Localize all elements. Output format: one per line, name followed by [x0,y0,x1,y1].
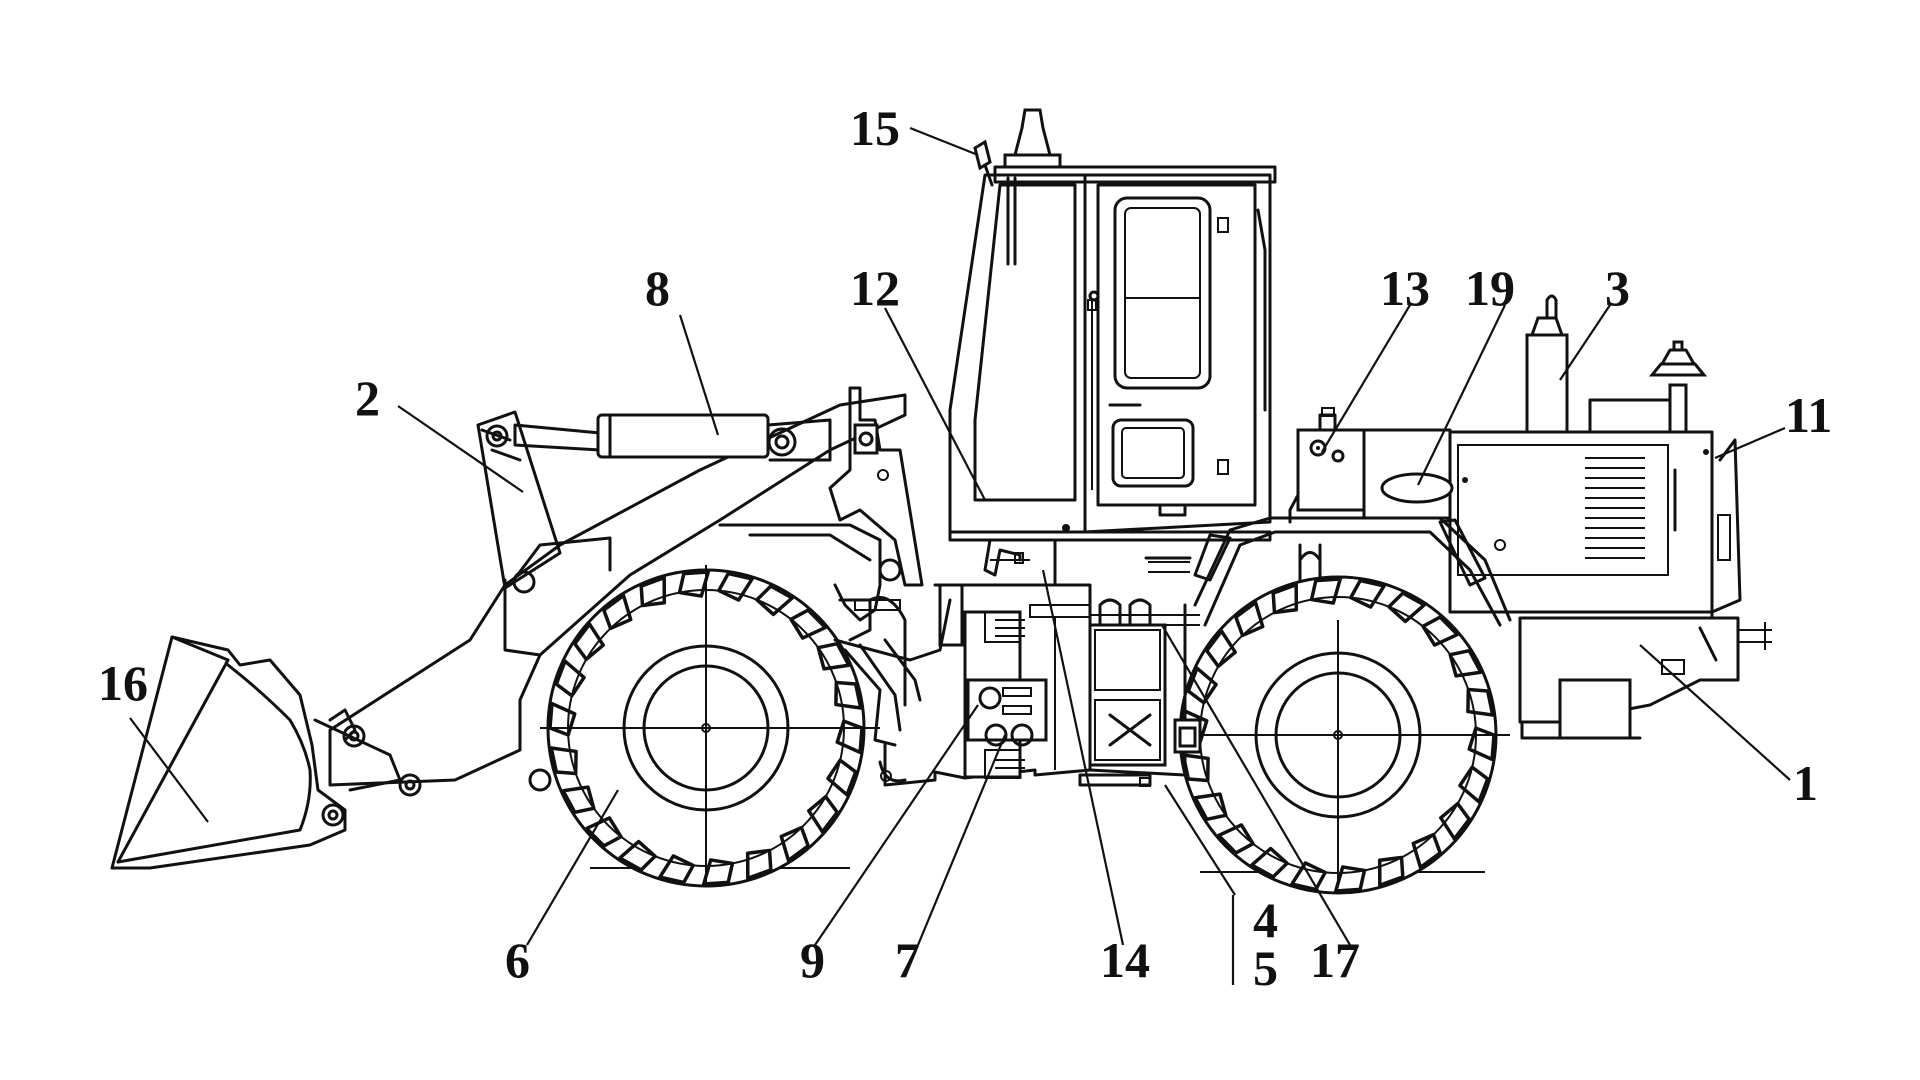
callout-4: 4 [1253,892,1278,948]
tread-lug [1448,648,1483,678]
bucket [110,635,422,870]
callout-8: 8 [645,260,670,316]
exhaust-stack [1525,294,1569,434]
callout-6: 6 [505,932,530,988]
driveshaft-flange [995,619,1025,769]
tread-lug [1205,629,1237,669]
tread-lug [1271,582,1299,615]
tread-lug [1250,846,1289,879]
tread-lug [548,701,577,737]
tread-lug [1466,687,1495,717]
counterweight [1518,616,1772,740]
tread-lug [745,848,773,881]
bucket-cylinder [513,413,832,462]
tread-lug [554,659,586,698]
callout-13: 13 [1380,260,1430,316]
tread-lug [1193,792,1228,822]
tread-lug [826,758,858,797]
callout-14: 14 [1100,932,1150,988]
callout-1: 1 [1793,755,1818,811]
tread-lug [1334,865,1367,893]
tread-lug [1377,855,1405,888]
tread-lug [789,608,828,640]
tread-lug [1309,577,1342,605]
tread-lug [561,785,596,815]
callout-16: 16 [98,655,148,711]
tread-lug [717,571,754,602]
tread-lug [755,584,794,617]
tread-lug [1234,600,1265,638]
air-precleaner [1648,340,1708,434]
tread-lug [1387,591,1426,624]
leader-lines [129,126,1791,985]
tread-lug [1421,615,1460,647]
tread-lug [1411,832,1442,870]
tread-lug [834,680,863,710]
tread-lug [1439,801,1471,841]
tread-lug [1349,578,1386,609]
tread-lug [1186,666,1218,705]
batteries [1088,598,1167,767]
tread-lug [1216,823,1255,855]
tread-lug [602,593,633,631]
tread-lug [779,825,810,863]
callout-12: 12 [850,260,900,316]
tread-lug [807,794,839,834]
tread-lug [702,858,735,886]
callout-3: 3 [1605,260,1630,316]
tread-lug [573,622,605,662]
rear-fender [1148,516,1512,627]
callout-11: 11 [1785,387,1832,443]
callout-9: 9 [800,932,825,988]
tread-lug [549,746,578,776]
tread-lug [1458,765,1490,804]
callout-17: 17 [1310,932,1360,988]
tread-lug [1290,861,1327,892]
callout-7: 7 [895,932,920,988]
cab-platform [948,530,1272,587]
hydraulic-tank [1288,407,1366,524]
tread-lug [658,854,695,885]
callout-19: 19 [1465,260,1515,316]
operator-cab [948,108,1277,534]
tread-lug [639,575,667,608]
callout-2: 2 [355,370,380,426]
front-wheel [540,565,880,888]
tread-lug [677,570,710,598]
loader-tower [718,386,952,747]
callout-15: 15 [850,100,900,156]
articulation-joint [1173,718,1202,754]
callout-labels: 1 2 3 4 5 6 7 8 9 11 12 13 14 15 16 17 1… [98,100,1832,996]
lift-arm [328,393,907,792]
tread-lug [1467,726,1496,762]
rear-wheel [1175,575,1510,895]
tread-lug [835,719,864,755]
bucket-link [476,410,562,590]
hood-grille [1585,457,1645,559]
rear-view-mirror [973,139,994,187]
tread-lug [618,839,657,872]
tread-lug [816,641,851,671]
callout-5: 5 [1253,940,1278,996]
